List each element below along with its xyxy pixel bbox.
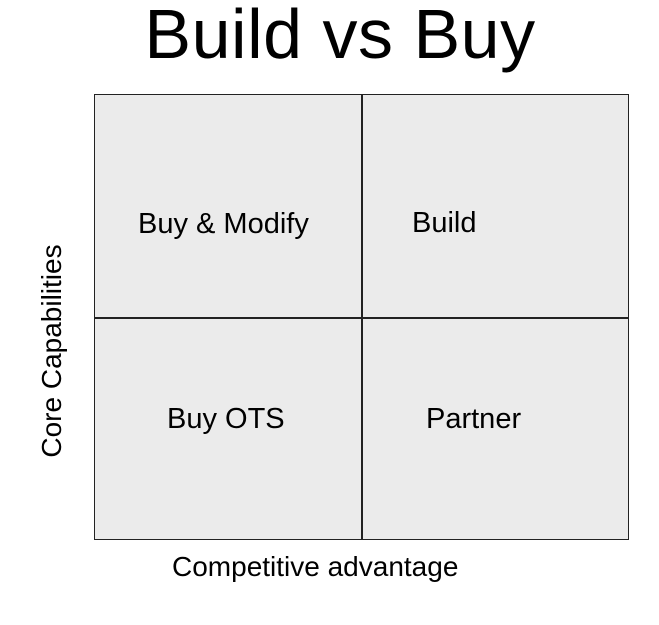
quadrant-top-right-label: Build [412,207,477,239]
diagram-title: Build vs Buy [144,0,536,73]
quadrant-bottom-right-label: Partner [426,403,522,435]
quadrant-top-left-label: Buy & Modify [138,208,309,240]
y-axis-label: Core Capabilities [36,244,67,458]
quadrant-bottom-left-label: Buy OTS [167,403,285,435]
x-axis-label: Competitive advantage [172,551,459,582]
horizontal-divider [95,317,628,319]
quadrant-grid: Buy & Modify Build Buy OTS Partner [94,94,629,540]
